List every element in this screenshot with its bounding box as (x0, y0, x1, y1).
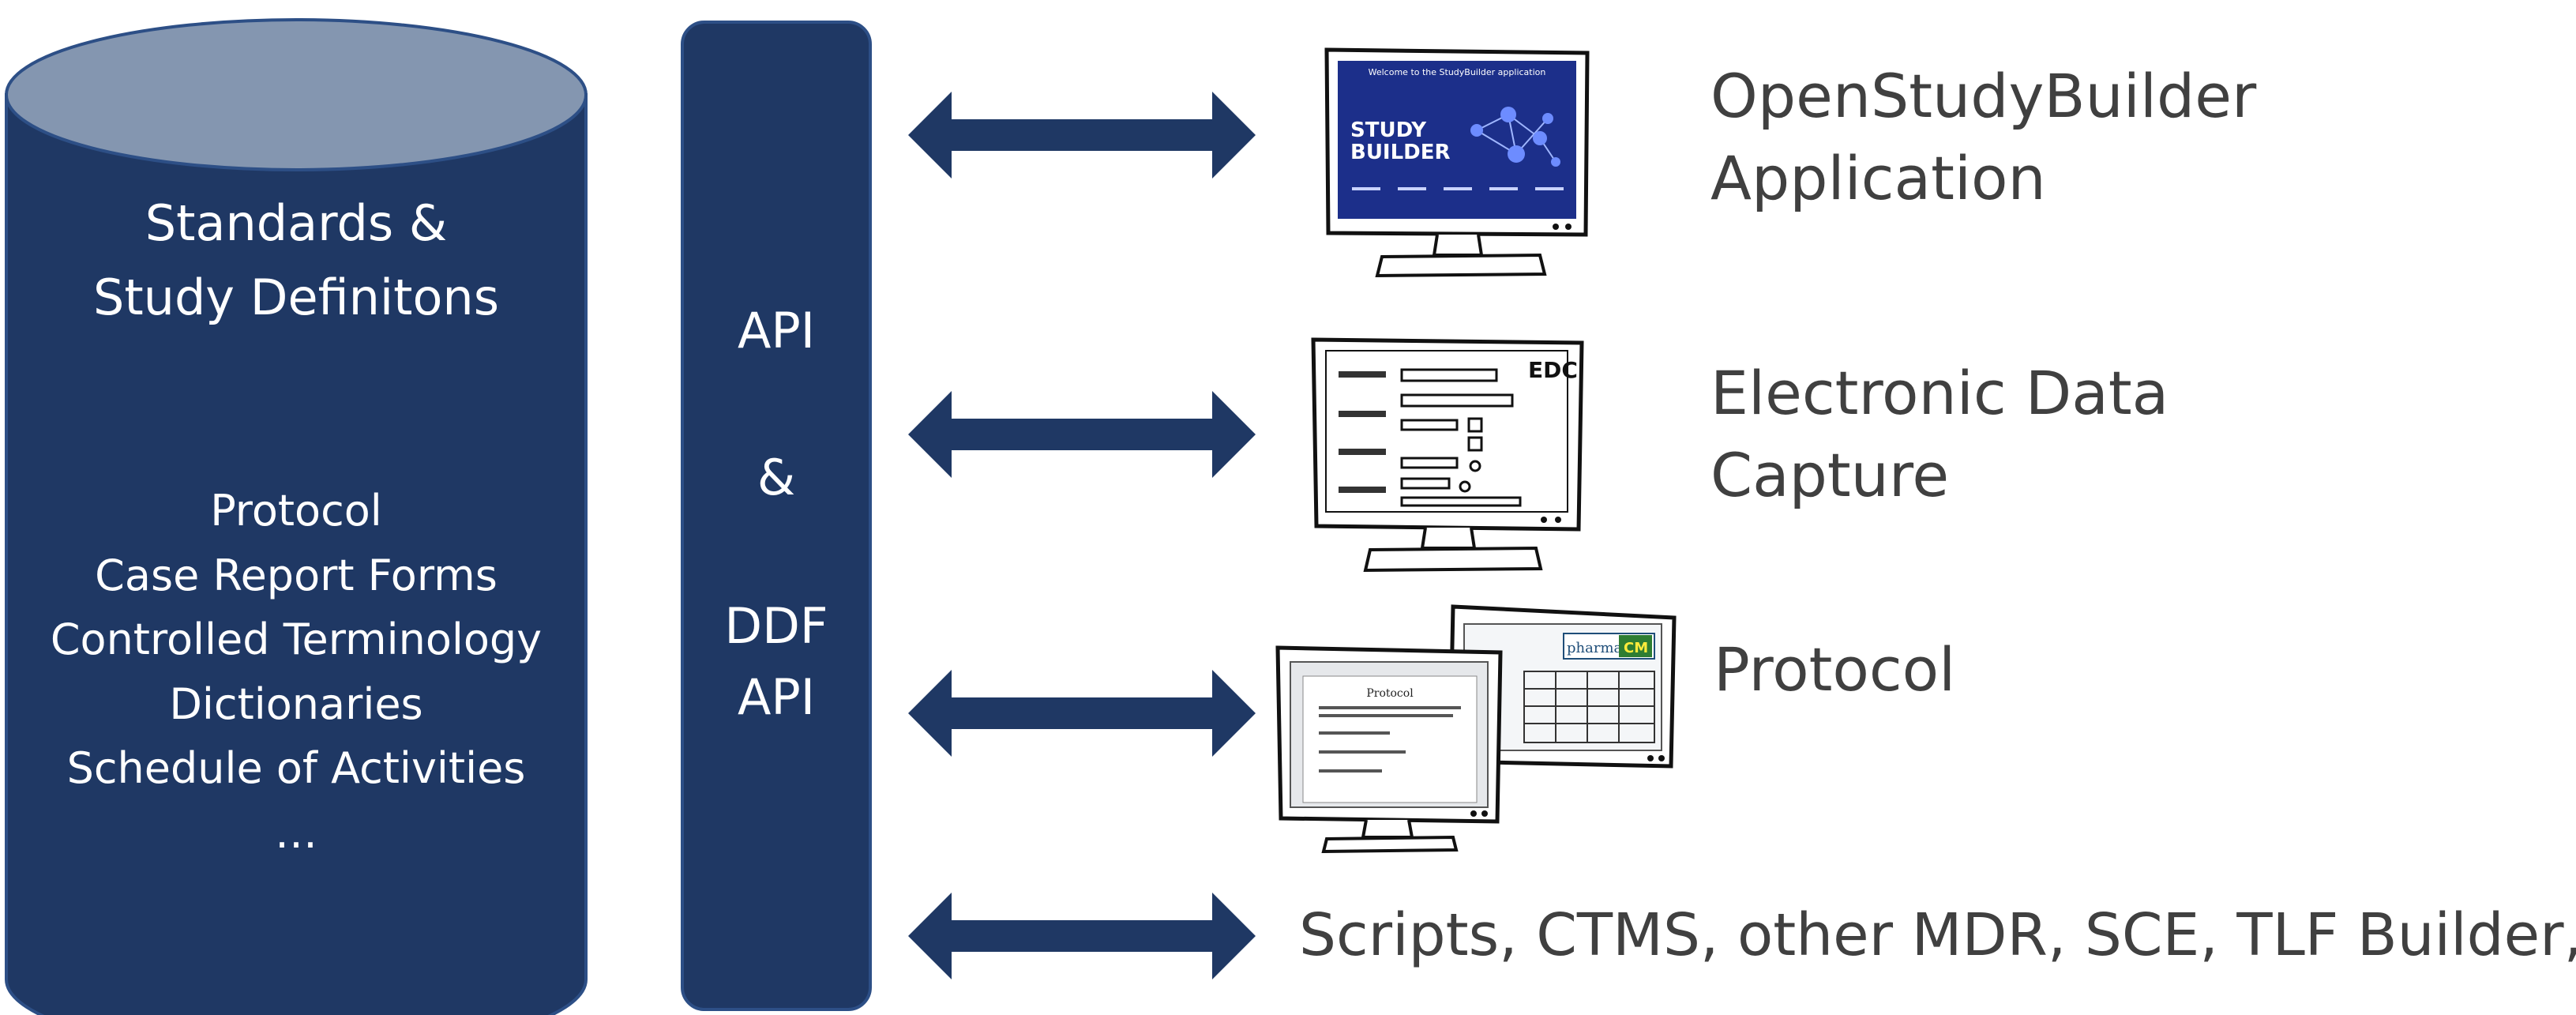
repository-item: Case Report Forms (95, 550, 498, 600)
repository-title-line1: Standards & (145, 194, 448, 252)
protocol-text-lines (1319, 706, 1461, 773)
repository-items: Protocol Case Report Forms Controlled Te… (0, 479, 592, 865)
protocol-heading: Protocol (1366, 687, 1414, 700)
api-label-line1: API (737, 302, 816, 359)
monitor-stand (1375, 253, 1547, 278)
pharma-logo-b: CM (1624, 640, 1648, 656)
api-label-line4: API (737, 668, 816, 726)
monitor-stand (1321, 835, 1459, 853)
repository-item: … (275, 807, 317, 858)
api-label-line3: DDF (724, 597, 828, 655)
consumer-label-line2: Capture (1710, 440, 1950, 510)
consumer-edc-label: Electronic Data Capture (1710, 352, 2169, 517)
protocol-table (1523, 671, 1655, 743)
api-label-line2: & (757, 449, 796, 506)
repository-item: Protocol (210, 486, 382, 536)
sb-logo-line2: BUILDER (1350, 141, 1451, 164)
api-bar (681, 21, 872, 1011)
repository-item: Dictionaries (169, 679, 423, 729)
double-arrow-icon (908, 893, 1256, 979)
repository-title-line2: Study Definitons (92, 269, 499, 326)
double-arrow-icon (908, 391, 1256, 478)
repository-item: Controlled Terminology (50, 615, 543, 664)
form-labels (1339, 371, 1386, 493)
monitor-studybuilder-icon: Welcome to the StudyBuilder application … (1324, 47, 1590, 278)
cylinder-top (5, 18, 588, 171)
monitor-stand (1363, 546, 1543, 573)
consumer-label-line1: Electronic Data (1710, 358, 2169, 428)
consumer-label-line1: OpenStudyBuilder (1710, 61, 2257, 131)
monitors-protocol-icon: pharma CM Protocol (1275, 604, 1677, 853)
cylinder-body (5, 93, 588, 1015)
repository-title: Standards & Study Definitons (0, 186, 592, 335)
repository-cylinder (5, 18, 588, 1015)
consumer-other-label: Scripts, CTMS, other MDR, SCE, TLF Build… (1299, 901, 2576, 969)
double-arrow-icon (908, 670, 1256, 757)
pharma-logo-a: pharma (1567, 640, 1623, 656)
sb-welcome-text: Welcome to the StudyBuilder application (1369, 67, 1546, 77)
consumer-studybuilder-label: OpenStudyBuilder Application (1710, 55, 2256, 220)
repository-item: Schedule of Activities (66, 743, 526, 793)
monitor-edc-icon: EDC (1311, 337, 1584, 573)
form-fields (1400, 368, 1522, 507)
consumer-protocol-label: Protocol (1714, 634, 1956, 705)
consumer-label-line2: Application (1710, 143, 2046, 213)
edc-label: EDC (1528, 357, 1578, 383)
double-arrow-icon (908, 92, 1256, 179)
sb-logo-line1: STUDY (1350, 118, 1427, 142)
